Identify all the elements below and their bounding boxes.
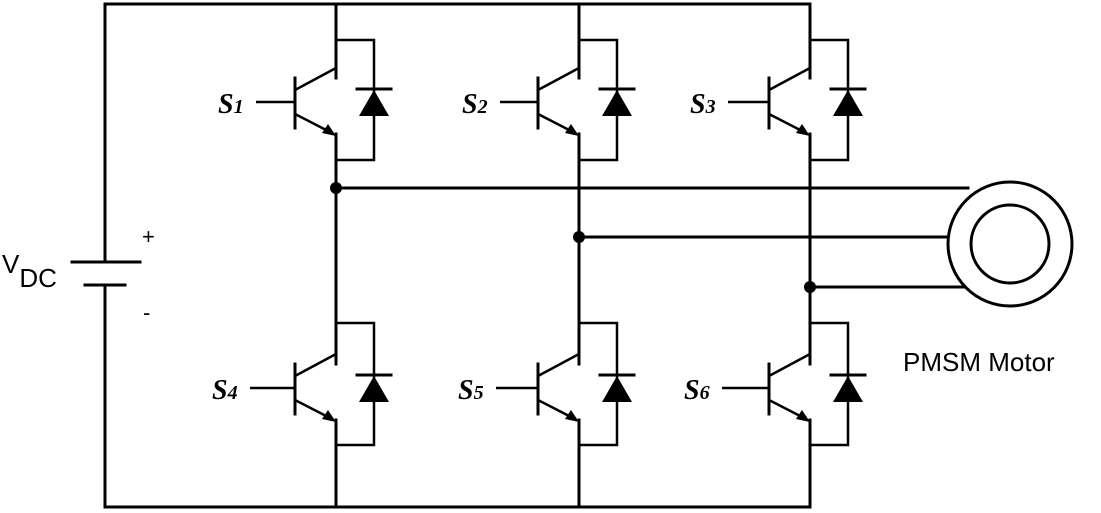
collector-diagonal	[768, 66, 811, 92]
motor-rotor-circle	[969, 203, 1051, 285]
switch-label-s1: S1	[218, 89, 244, 120]
emitter-diagonal	[294, 398, 331, 420]
emitter-diagonal	[768, 112, 805, 134]
switch-index: 6	[700, 382, 710, 404]
pmsm-motor: PMSM Motor	[903, 180, 1074, 377]
emitter-diagonal	[537, 398, 574, 420]
junction-node-b	[573, 231, 585, 243]
switch-s5: S5	[458, 321, 636, 447]
switch-index: 2	[477, 96, 488, 118]
junction-node-a	[330, 182, 342, 194]
diode-icon	[833, 90, 863, 116]
collector-diagonal	[294, 66, 337, 92]
emitter-arrow-icon	[565, 410, 579, 422]
negative-terminal-label: -	[143, 300, 150, 325]
diode-icon	[602, 90, 632, 116]
switch-index: 4	[227, 382, 238, 404]
switch-letter: S	[462, 89, 478, 120]
positive-terminal-label: +	[142, 224, 155, 249]
motor-label: PMSM Motor	[903, 347, 1055, 377]
junction-node-c	[804, 281, 816, 293]
switch-s4: S4	[212, 321, 393, 447]
switch-label-s3: S3	[690, 89, 716, 120]
switch-index: 1	[234, 96, 244, 118]
switch-s2: S2	[462, 2, 636, 162]
diode-branch	[336, 321, 376, 447]
dc-bus	[103, 2, 812, 509]
diode-branch	[810, 321, 850, 447]
switch-letter: S	[458, 375, 474, 406]
source-label-sub: DC	[19, 263, 57, 293]
emitter-diagonal	[537, 112, 574, 134]
emitter-diagonal	[294, 112, 331, 134]
motor-stator-circle	[946, 180, 1074, 308]
switch-letter: S	[218, 89, 234, 120]
switch-label-s2: S2	[462, 89, 488, 120]
switch-index: 3	[705, 96, 716, 118]
emitter-arrow-icon	[322, 410, 336, 422]
switch-letter: S	[684, 375, 700, 406]
source-label-main: V	[2, 249, 20, 279]
switch-index: 5	[474, 382, 484, 404]
collector-diagonal	[768, 352, 811, 378]
switch-letter: S	[212, 375, 228, 406]
source-label: VDC	[2, 249, 57, 293]
switch-label-s5: S5	[458, 375, 484, 406]
leg-wires	[334, 158, 812, 509]
switch-label-s4: S4	[212, 375, 238, 406]
emitter-arrow-icon	[796, 410, 810, 422]
diode-icon	[833, 376, 863, 402]
collector-diagonal	[537, 66, 580, 92]
switch-label-s6: S6	[684, 375, 710, 406]
emitter-diagonal	[768, 398, 805, 420]
collector-diagonal	[294, 352, 337, 378]
diode-icon	[602, 376, 632, 402]
switch-s3: S3	[690, 2, 867, 162]
emitter-arrow-icon	[796, 124, 810, 136]
diode-branch	[579, 321, 619, 447]
collector-diagonal	[537, 352, 580, 378]
dc-source: + - VDC	[2, 224, 155, 325]
emitter-arrow-icon	[565, 124, 579, 136]
switch-letter: S	[690, 89, 706, 120]
switch-s6: S6	[684, 321, 867, 447]
switch-s1: S1	[218, 2, 393, 162]
diode-icon	[359, 90, 389, 116]
diode-icon	[359, 376, 389, 402]
phase-wires	[330, 182, 970, 293]
emitter-arrow-icon	[322, 124, 336, 136]
